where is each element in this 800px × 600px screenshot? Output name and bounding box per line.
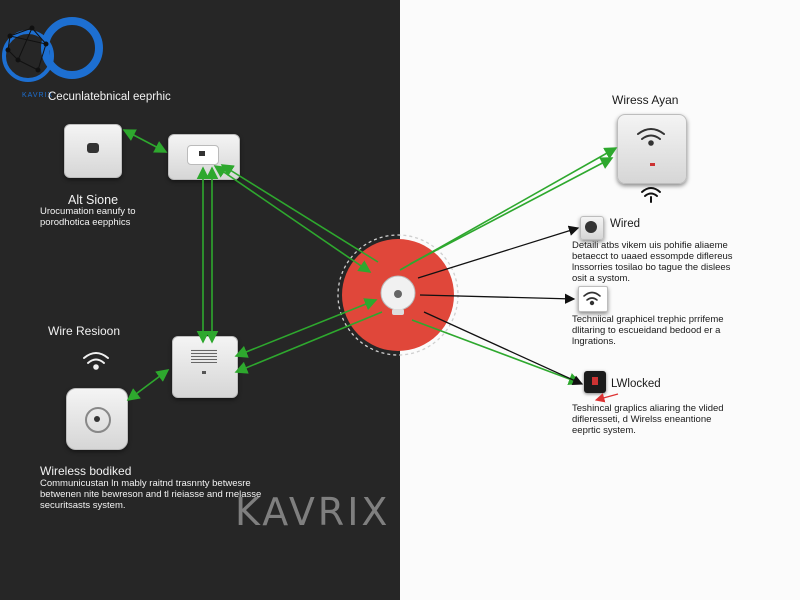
- wiress-ayan-device: [617, 114, 687, 184]
- wifi-item-icon: [583, 291, 601, 306]
- wifi-item-box: [578, 286, 608, 312]
- wiress-ayan-signal-icon: [641, 187, 661, 203]
- locked-title: LWlocked: [611, 378, 661, 390]
- black-links: [417, 225, 584, 385]
- wireless-sensor-device: [66, 388, 128, 450]
- wireless-bodked-title: Wireless bodiked: [40, 464, 132, 478]
- green-links: [122, 129, 618, 401]
- wiress-ayan-title: Wiress Ayan: [612, 93, 679, 107]
- wired-desc-1: Detaili atbs vikem uis pohifie aliaeme: [572, 240, 728, 251]
- left-header: Cecunlatebnical eeprhic: [48, 91, 171, 103]
- wired-panel-device: [172, 336, 238, 398]
- wireless-bodked-desc-2: betwenen nite bewreson and tl rieiasse a…: [40, 489, 262, 500]
- wireless-bodked-desc-3: securitsasts system.: [40, 500, 126, 511]
- alt-stone-desc-1: Urocumation eanufy to: [40, 206, 136, 217]
- wired-desc-4: osit a systom.: [572, 273, 631, 284]
- wired-title: Wired: [610, 218, 641, 230]
- wifi-item-desc-2: dlitaring to escueidand bedood er a: [572, 325, 721, 336]
- locked-desc-3: eeprtic system.: [572, 425, 636, 436]
- locked-desc-1: Teshincal graplics aliaring the vlided: [572, 403, 724, 414]
- alt-stone-title: Alt Sione: [68, 193, 119, 207]
- wireless-bodked-desc-1: Communicustan ln mably raitnd trasnnty b…: [40, 478, 251, 489]
- logo-text: KAVRIX: [22, 92, 54, 99]
- kavrix-watermark: KAVRIX: [235, 490, 391, 534]
- wire-region-wifi-icon: [83, 352, 109, 370]
- kavrix-logo: [2, 17, 103, 82]
- red-arrow: [594, 393, 619, 403]
- wifi-item-desc-1: Techniical graphicel trephic prrifeme: [572, 314, 724, 325]
- wired-desc-2: betaecct to uaaed essompde diflereus: [572, 251, 733, 262]
- locked-device: [584, 371, 606, 393]
- wiress-ayan-wifi-icon: [637, 128, 665, 146]
- wired-desc-3: lnssorries tosilao bo tague the dislees: [572, 262, 731, 273]
- locked-desc-2: difleresseti, d Wirelss eneantione: [572, 414, 712, 425]
- wired-icon-box: [580, 216, 604, 240]
- alt-stone-sensor: [64, 124, 122, 178]
- wire-region-title: Wire Resioon: [48, 324, 121, 338]
- wifi-item-desc-3: lngrations.: [572, 336, 616, 347]
- alt-stone-desc-2: porodhotica eepphics: [40, 217, 131, 228]
